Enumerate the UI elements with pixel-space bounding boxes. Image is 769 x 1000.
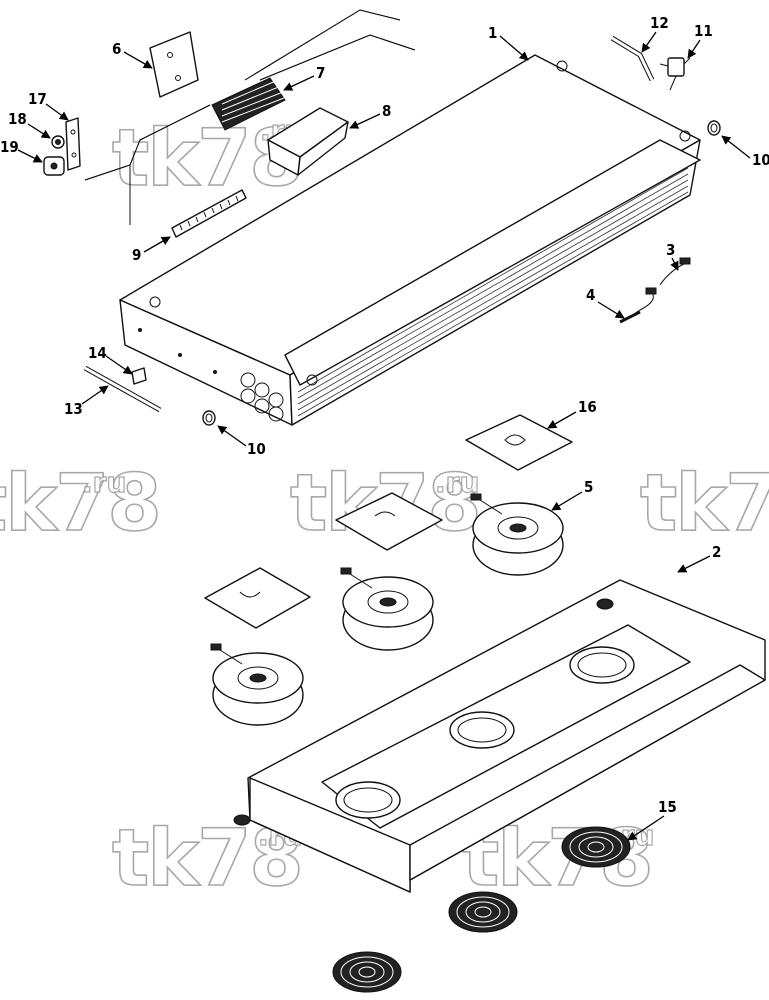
callout-10b-label: 10 — [247, 440, 266, 458]
part-14-clip — [131, 367, 147, 385]
part-17-clamp — [65, 117, 81, 171]
callout-7: 7 — [283, 64, 325, 91]
callout-2: 2 — [677, 543, 721, 573]
part-15-guard-a — [561, 826, 631, 868]
part-2-base-pan — [233, 579, 766, 893]
part-3-sensor — [659, 257, 691, 286]
callout-15: 15 — [627, 798, 677, 841]
callout-16: 16 — [547, 398, 597, 429]
callout-10b: 10 — [217, 425, 266, 458]
callout-2-label: 2 — [712, 543, 721, 561]
callout-8-label: 8 — [382, 102, 391, 120]
callout-5-label: 5 — [584, 478, 593, 496]
part-10-oring-a — [707, 120, 721, 136]
callout-13: 13 — [64, 385, 109, 418]
watermark-5: tk78 — [640, 459, 769, 549]
callout-4-label: 4 — [586, 286, 595, 304]
callout-18: 18 — [8, 110, 51, 139]
callout-3: 3 — [666, 241, 679, 271]
evaporator-housing — [119, 54, 701, 426]
callout-1-label: 1 — [488, 24, 497, 42]
refrigerant-tubes — [84, 9, 416, 225]
callout-16-label: 16 — [578, 398, 597, 416]
callout-10a: 10 — [721, 135, 769, 169]
part-7-heat-exchanger — [211, 77, 286, 131]
callout-11: 11 — [687, 22, 713, 59]
part-15-guard-c — [332, 951, 402, 993]
callout-12-label: 12 — [650, 14, 669, 32]
callout-7-label: 7 — [316, 64, 325, 82]
callout-6: 6 — [112, 40, 153, 69]
part-8-block — [267, 107, 349, 176]
callout-17-label: 17 — [28, 90, 47, 108]
part-11-expansion-valve — [659, 57, 691, 91]
part-13-rod — [83, 365, 162, 413]
callout-19: 19 — [0, 138, 43, 163]
part-18-nut — [51, 135, 65, 149]
part-16-plate-b — [335, 492, 443, 551]
callout-1: 1 — [488, 24, 529, 61]
part-5-blower-c — [210, 643, 304, 726]
callout-14-label: 14 — [88, 344, 107, 362]
callout-5: 5 — [551, 478, 593, 511]
coil-return-bends — [240, 372, 284, 422]
callout-13-label: 13 — [64, 400, 83, 418]
part-6-bracket — [149, 31, 199, 98]
part-9-terminal-strip — [171, 189, 247, 238]
part-12-tube — [610, 35, 655, 82]
callout-10a-label: 10 — [752, 151, 769, 169]
watermark-3: tk78 — [0, 459, 160, 549]
part-10-oring-b — [202, 410, 216, 426]
callout-6-label: 6 — [112, 40, 121, 58]
part-19-grommet — [43, 156, 65, 176]
part-5-blower-a — [470, 493, 564, 576]
callout-3-label: 3 — [666, 241, 675, 259]
part-5-blower-b — [340, 567, 434, 651]
callout-14: 14 — [88, 344, 133, 375]
callout-17: 17 — [28, 90, 69, 121]
callout-11-label: 11 — [694, 22, 713, 40]
callout-4: 4 — [586, 286, 625, 319]
callout-9: 9 — [132, 236, 171, 264]
callout-15-label: 15 — [658, 798, 677, 816]
callout-9-label: 9 — [132, 246, 141, 264]
part-16-plate-c — [204, 567, 311, 629]
part-15-guard-b — [448, 891, 518, 933]
callout-12: 12 — [641, 14, 669, 53]
callouts: 1 2 3 4 5 6 7 8 — [0, 14, 769, 841]
part-4-sensor — [619, 287, 657, 324]
watermark-3-suffix: .ru — [82, 466, 126, 499]
callout-18-label: 18 — [8, 110, 27, 128]
callout-8: 8 — [349, 102, 391, 129]
callout-19-label: 19 — [0, 138, 19, 156]
part-16-plate-a — [465, 414, 573, 471]
